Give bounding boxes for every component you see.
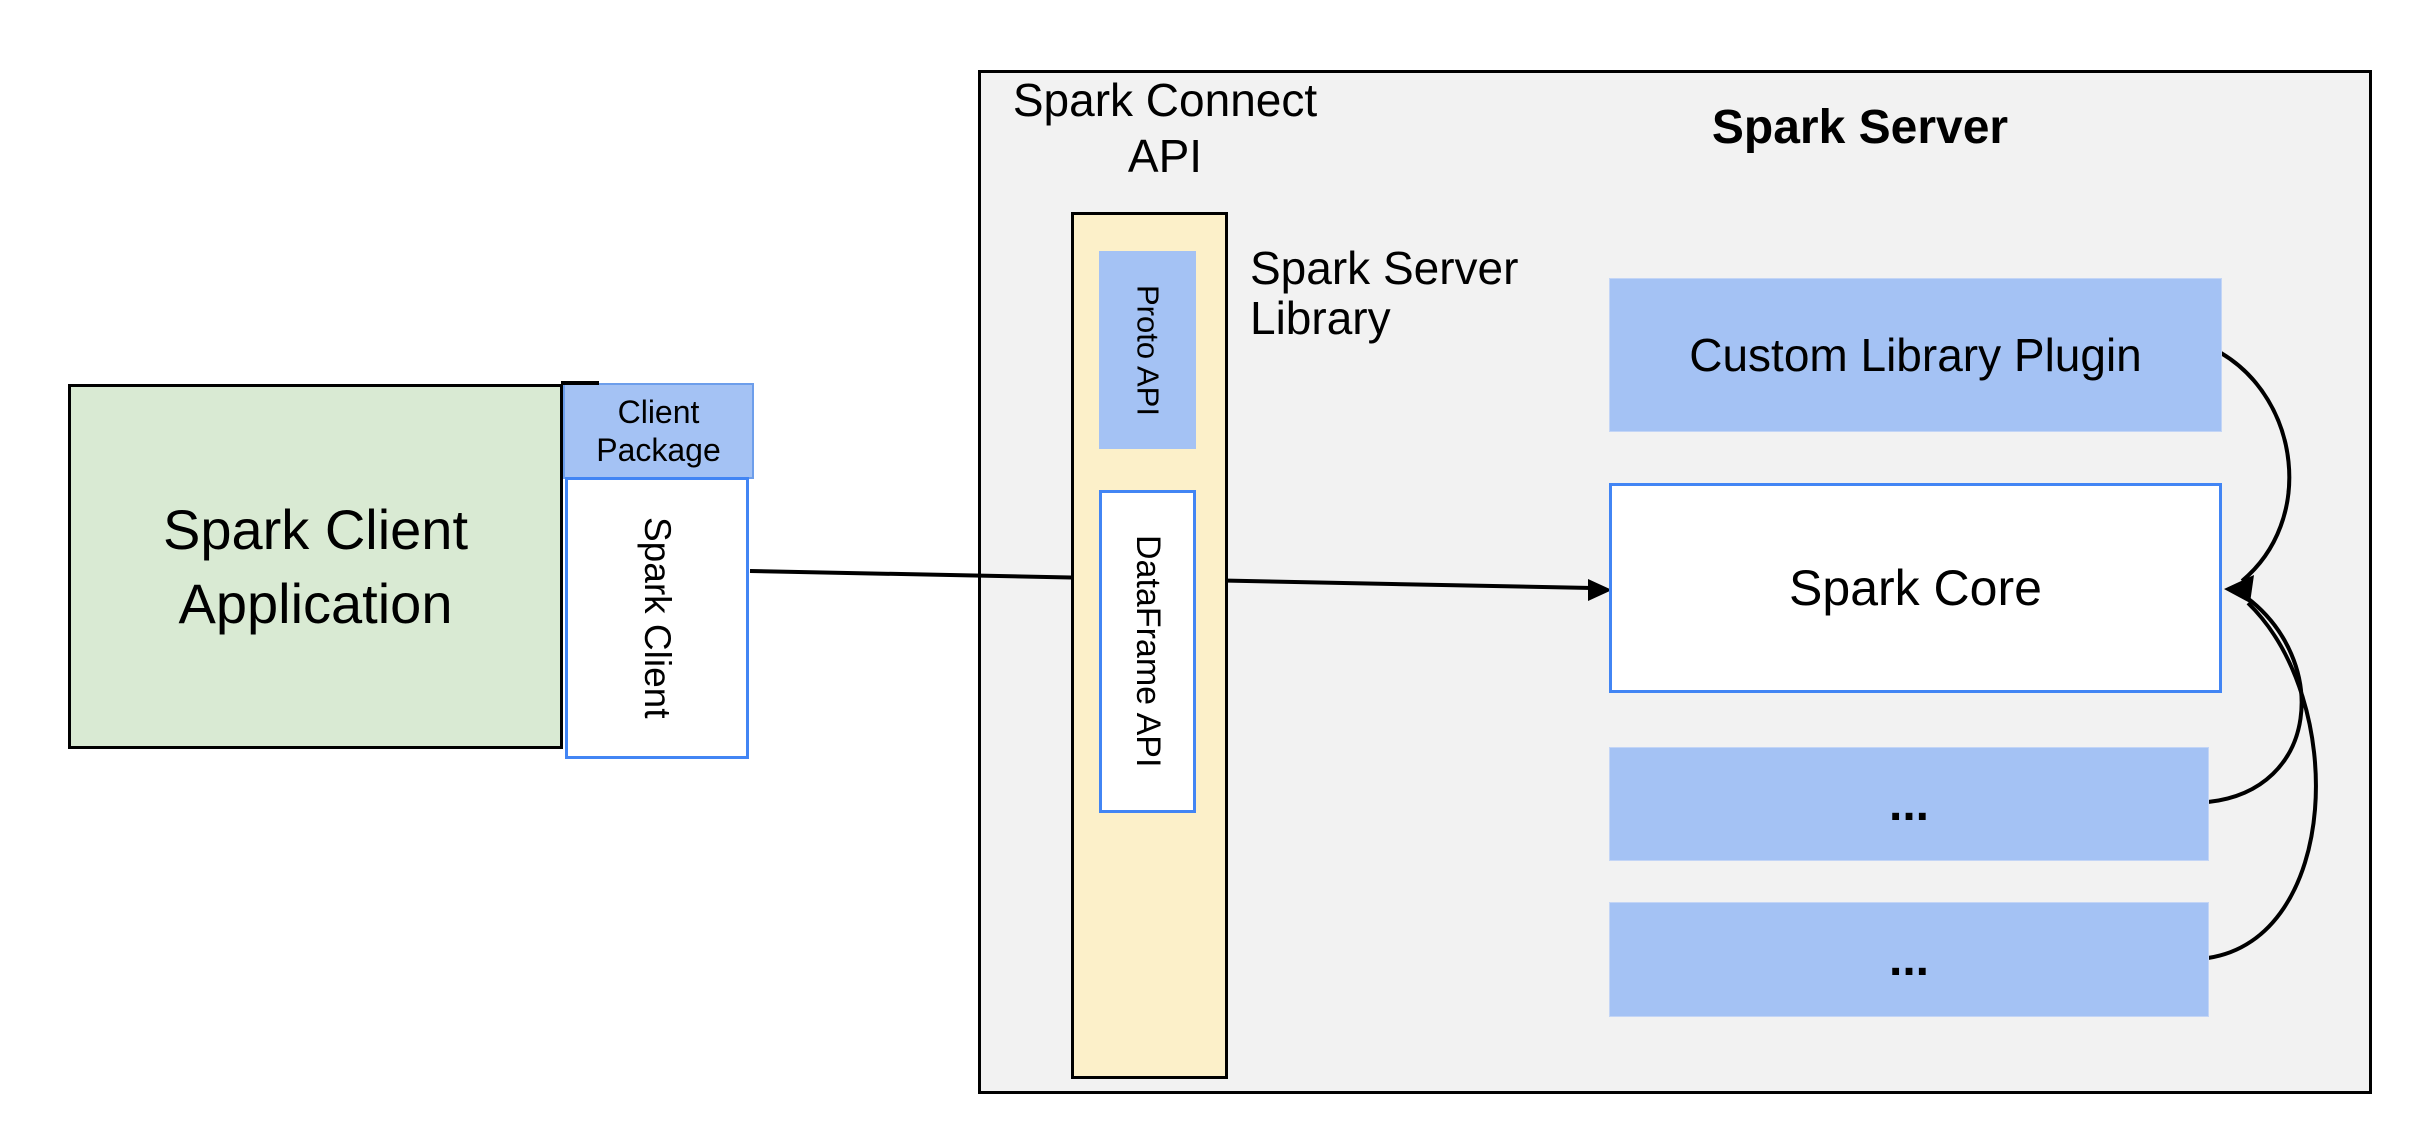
spark-server-title: Spark Server: [1711, 101, 2009, 154]
proto-api-label: Proto API: [1130, 284, 1166, 416]
client-package-line1: Client: [617, 394, 700, 430]
placeholder-box-2-label: ...: [1888, 933, 1929, 986]
spark-client-box: Spark Client: [565, 477, 749, 759]
proto-api-box: Proto API: [1099, 251, 1196, 449]
client-to-core-arrowhead: [1588, 579, 1612, 601]
spark-core-label: Spark Core: [1789, 560, 2042, 616]
spark-core-box: Spark Core: [1609, 483, 2222, 693]
spark-connect-api-label: Spark Connect API: [980, 72, 1350, 184]
spark-client-label: Spark Client: [637, 517, 678, 719]
spark-server-library-line2: Library: [1250, 292, 1391, 344]
client-package-line2: Package: [596, 432, 721, 468]
spark-server-library-label: Spark Server Library: [1250, 243, 1670, 343]
client-package-box: Client Package: [563, 383, 754, 479]
arcs-to-core-arrowhead: [2224, 575, 2254, 603]
spark-connect-api-line1: Spark Connect: [1012, 74, 1318, 126]
dataframe-api-box: DataFrame API: [1099, 490, 1196, 813]
spark-client-application-line2: Application: [178, 571, 453, 635]
custom-library-plugin-label: Custom Library Plugin: [1689, 329, 2142, 381]
custom-library-plugin-box: Custom Library Plugin: [1609, 278, 2222, 432]
spark-server-library-line1: Spark Server: [1250, 242, 1519, 294]
placeholder-box-1-label: ...: [1888, 777, 1929, 831]
spark-client-application-box: [68, 384, 563, 749]
spark-connect-api-line2: API: [1127, 130, 1203, 182]
green-box-border-artifact: [561, 381, 599, 385]
placeholder2-to-core-arc: [2207, 601, 2318, 960]
plugin-to-core-arc: [2219, 351, 2292, 583]
dataframe-api-label: DataFrame API: [1129, 535, 1167, 768]
spark-client-application-line1: Spark Client: [162, 497, 469, 561]
placeholder-box-1: ...: [1609, 747, 2209, 861]
placeholder-box-2: ...: [1609, 902, 2209, 1017]
spark-client-application-label: Spark Client Application: [78, 384, 553, 749]
placeholder1-to-core-arc: [2207, 595, 2304, 804]
